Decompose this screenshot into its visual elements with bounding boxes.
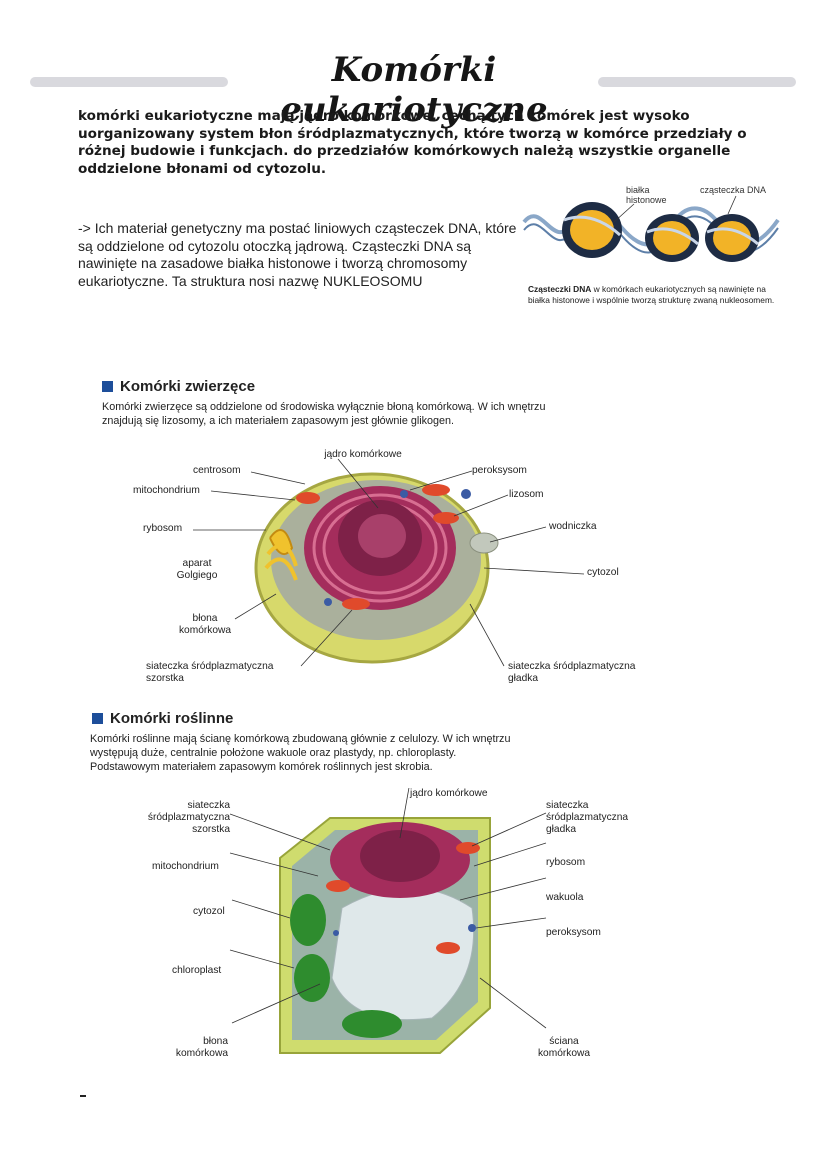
plant-label-vacuole: wakuola [546, 892, 584, 903]
title-bar-left [30, 77, 228, 87]
intro-paragraph: komórki eukariotyczne mają jądro komórko… [78, 108, 747, 177]
animal-label-centrosome: centrosom [193, 465, 241, 476]
caption-bold: Cząsteczki DNA [528, 284, 592, 294]
plant-label-smooth-er: siateczka śródplazmatyczna gładka [546, 800, 629, 835]
textbook-panel: Komórki zwierzęce Komórki zwierzęce są o… [80, 368, 656, 1090]
animal-section-text: Komórki zwierzęce są oddzielone od środo… [102, 401, 546, 427]
animal-label-smooth-er: siateczka śródplazmatyczna gładka [508, 661, 636, 684]
plant-heading-text: Komórki roślinne [110, 710, 234, 727]
label-dna: cząsteczka DNA [700, 185, 767, 195]
animal-heading-text: Komórki zwierzęce [120, 378, 256, 395]
plant-label-cytosol: cytozol [193, 906, 225, 917]
plant-cell-illustration [229, 788, 547, 1054]
plant-label-peroxisome: peroksysom [546, 927, 601, 938]
animal-label-rough-er: siateczka śródplazmatyczna szorstka [146, 661, 274, 684]
plant-label-ribosome: rybosom [546, 857, 586, 868]
plant-label-chloroplast: chloroplast [172, 965, 222, 976]
animal-label-ribosome: rybosom [143, 523, 183, 534]
caption-rest: w komórkach eukariotycznych są nawinięte… [528, 284, 775, 305]
animal-label-peroxisome: peroksysom [472, 465, 527, 476]
animal-label-membrane: błona komórkowa [178, 613, 232, 636]
page-title: Komórki eukariotyczne [280, 50, 548, 130]
title-bar-right [598, 77, 796, 87]
nucleosome-figure: białka histonowe cząsteczka DNA Cząstecz… [522, 180, 780, 325]
square-bullet-icon [92, 713, 103, 724]
plant-label-mitochondrion: mitochondrium [152, 861, 219, 872]
animal-label-cytosol: cytozol [587, 567, 619, 578]
plant-label-rough-er: siateczka śródplazmatyczna szorstka [147, 800, 230, 835]
plant-label-membrane: błona komórkowa [175, 1036, 228, 1059]
animal-cell-illustration [193, 458, 585, 667]
note-paragraph: -> Ich materiał genetyczny ma postać lin… [78, 220, 517, 289]
plant-section-text: Komórki roślinne mają ścianę komórkową z… [90, 733, 511, 773]
square-bullet-icon [102, 381, 113, 392]
animal-label-vacuole: wodniczka [549, 521, 597, 532]
animal-label-golgi: aparat Golgiego [176, 558, 218, 581]
label-histones: białka histonowe [626, 185, 667, 205]
plant-label-wall: ściana komórkowa [537, 1036, 591, 1059]
plant-label-nucleus: jądro komórkowe [410, 788, 488, 799]
animal-label-mitochondrion: mitochondrium [133, 485, 200, 496]
page-mark [80, 1095, 86, 1097]
animal-section-heading: Komórki zwierzęce [102, 378, 255, 395]
animal-label-nucleus: jądro komórkowe [324, 449, 402, 460]
nucleosome-illustration [522, 195, 780, 262]
animal-label-lysosome: lizosom [509, 489, 544, 500]
plant-section-heading: Komórki roślinne [92, 710, 233, 727]
nucleosome-caption: Cząsteczki DNA w komórkach eukariotyczny… [528, 284, 780, 306]
